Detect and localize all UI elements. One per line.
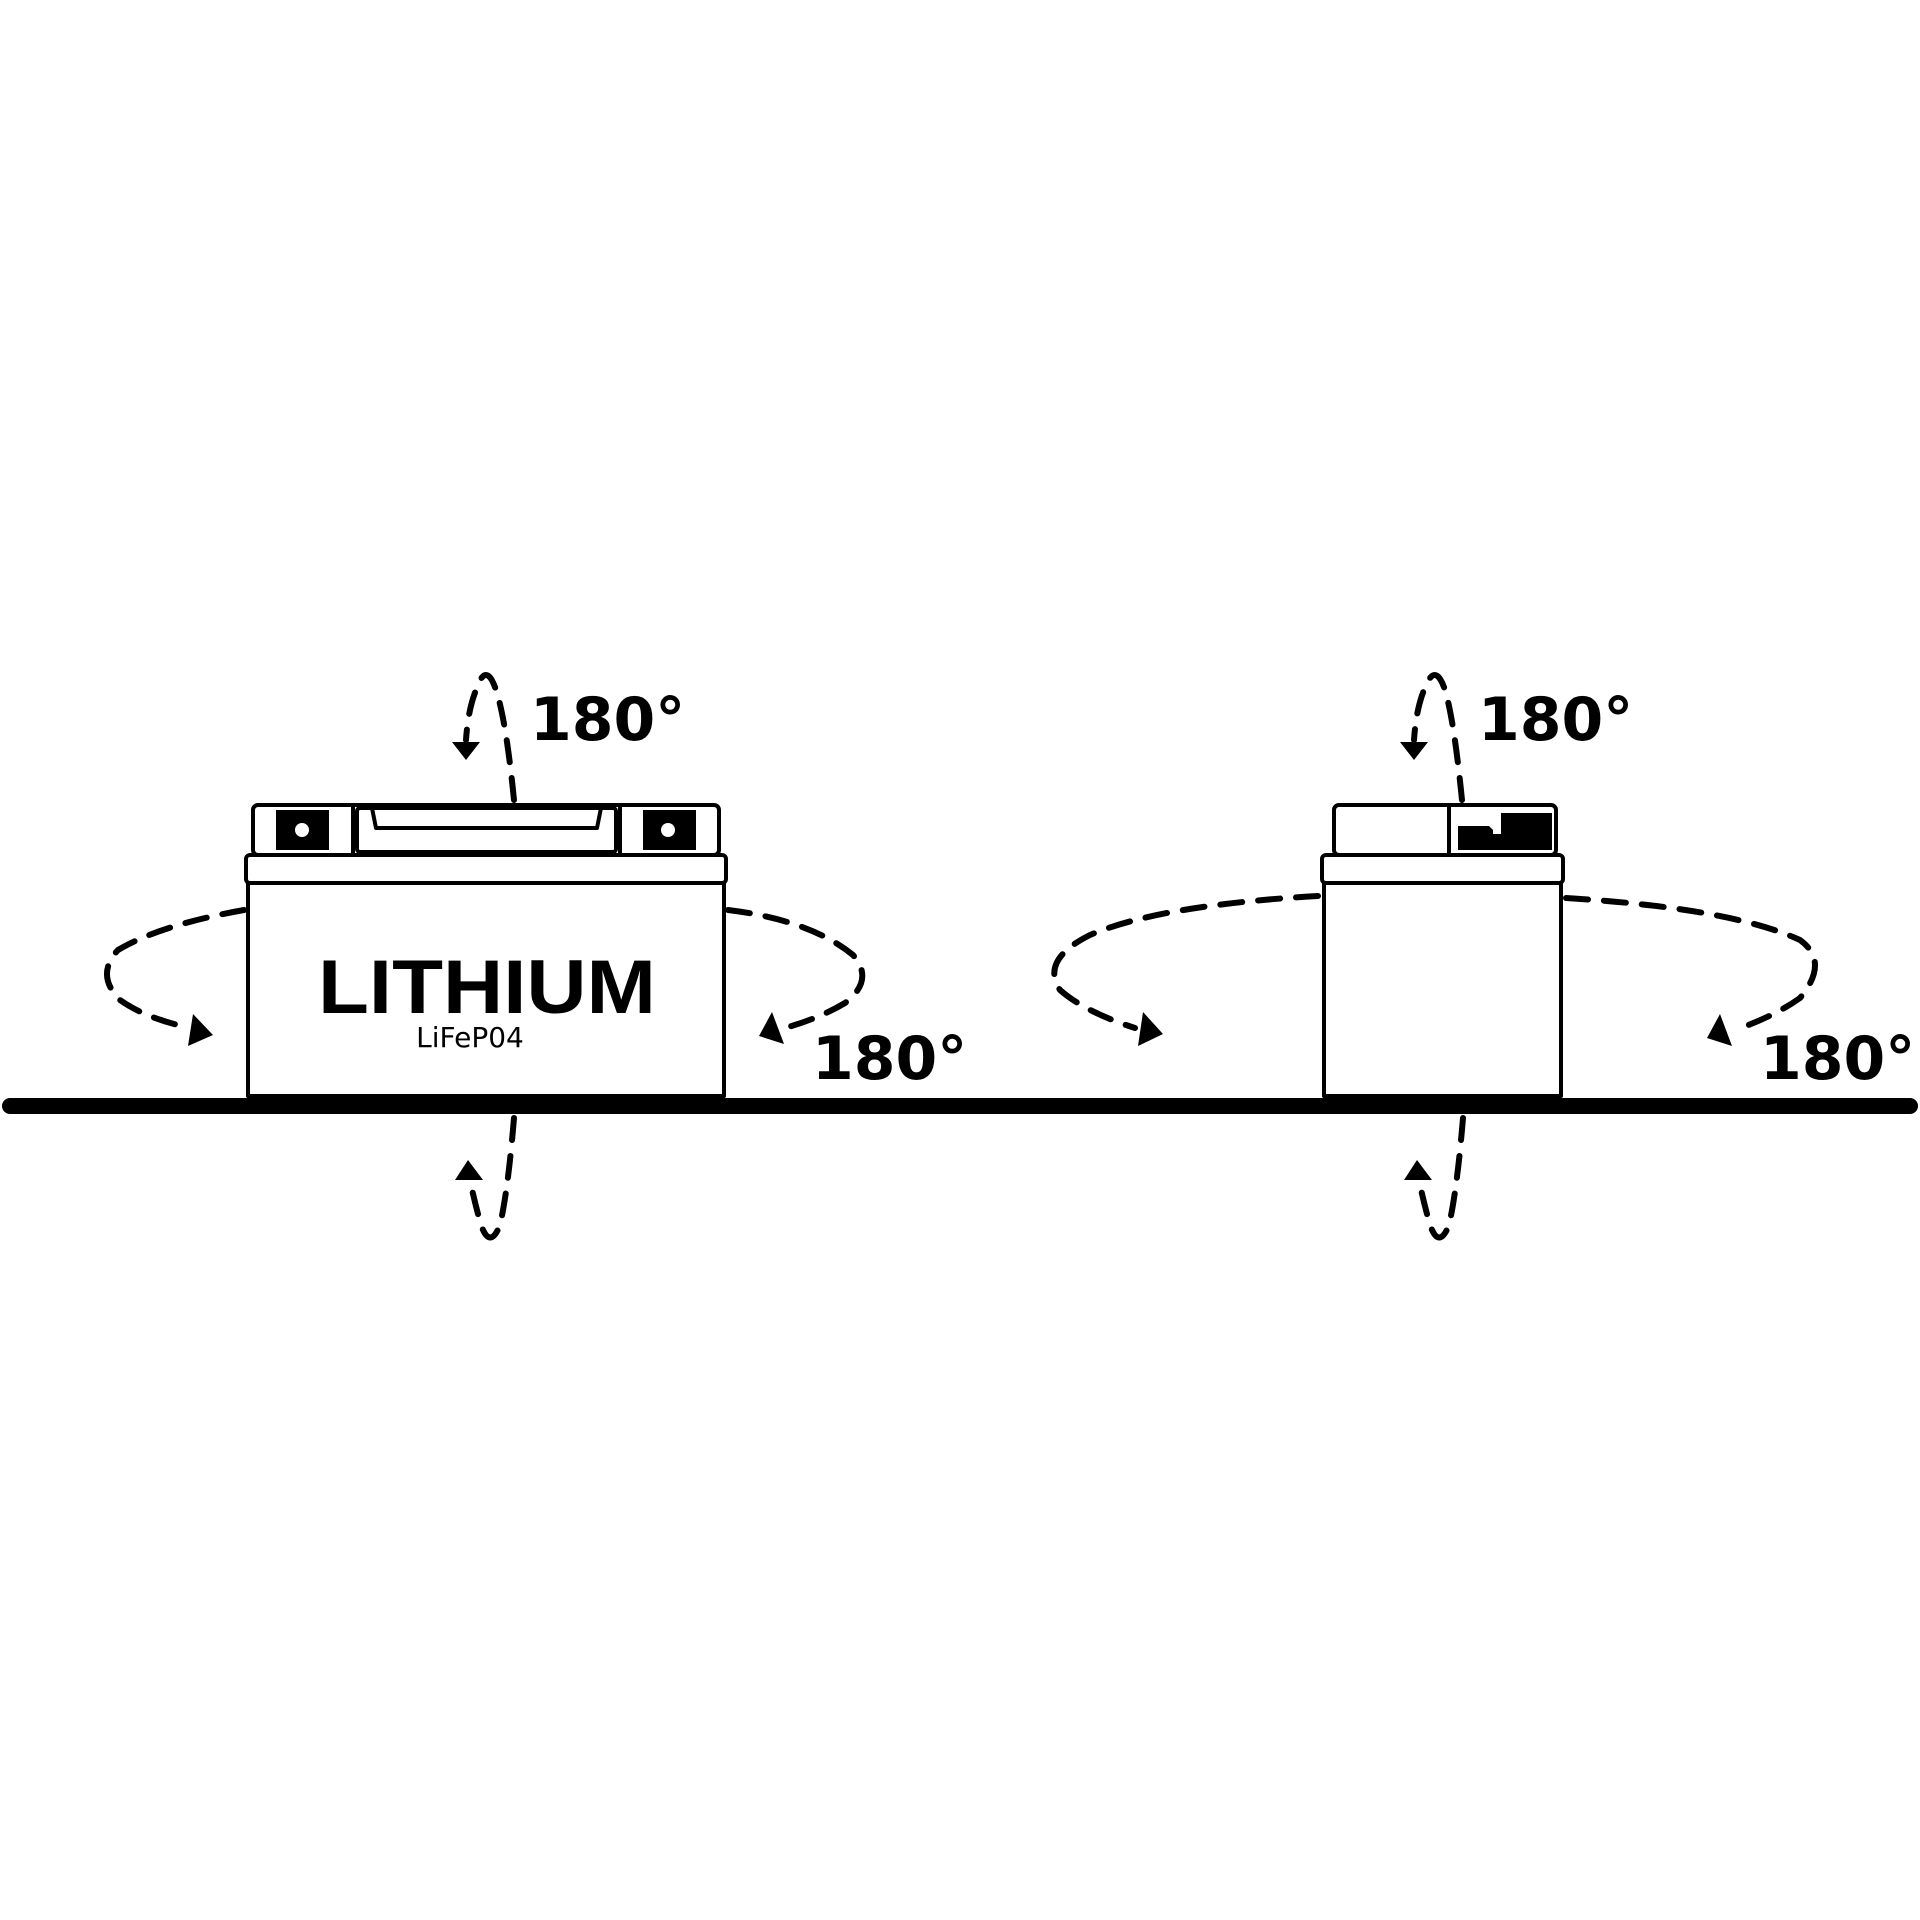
- rotation-arrowhead-icon: [452, 742, 480, 760]
- battery-front-top-cover: [251, 803, 721, 857]
- rotation-arrowhead-icon: [1138, 1012, 1163, 1046]
- battery-front-lid: [244, 853, 728, 885]
- battery-side-view: [1320, 803, 1565, 1098]
- battery-front-handle: [355, 806, 618, 854]
- rotation-label-top-front: 180°: [530, 685, 685, 755]
- rotation-arrowhead-icon: [1400, 742, 1428, 760]
- rotation-arrows-side: 180° 180°: [1051, 672, 1915, 1241]
- battery-chemistry-label: LiFeP04: [416, 1021, 524, 1054]
- rotation-label-top-side: 180°: [1478, 685, 1633, 755]
- rotation-arrowhead-icon: [455, 1160, 483, 1180]
- battery-side-body: [1322, 881, 1563, 1098]
- rotation-arrowhead-icon: [188, 1014, 213, 1046]
- rotation-label-side-front: 180°: [812, 1024, 967, 1094]
- battery-side-lid: [1320, 853, 1565, 885]
- terminal-left-bolt: [295, 823, 309, 837]
- rotation-arrowhead-icon: [1707, 1014, 1732, 1046]
- rotation-arrowhead-icon: [759, 1012, 784, 1044]
- battery-side-terminal: [1458, 813, 1552, 850]
- battery-side-top-cover: [1332, 803, 1558, 857]
- battery-front-view: LITHIUM LiFeP04: [244, 803, 728, 1098]
- rotation-arrowhead-icon: [1404, 1160, 1432, 1180]
- rotation-label-side-side: 180°: [1760, 1024, 1915, 1094]
- terminal-right-bolt: [661, 823, 675, 837]
- battery-brand-label: LITHIUM: [318, 945, 656, 1030]
- rotation-arrows-front: 180° 180°: [104, 672, 967, 1241]
